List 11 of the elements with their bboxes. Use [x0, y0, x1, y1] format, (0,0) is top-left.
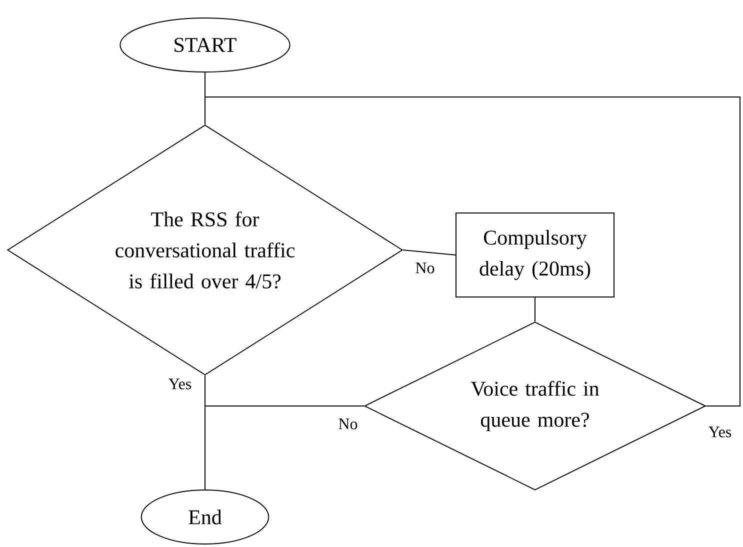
edge-label: Yes [167, 378, 193, 390]
ellipse-node: End [140, 490, 270, 544]
connector-line [204, 96, 740, 406]
connector-line [534, 297, 536, 322]
ellipse-node: START [120, 18, 290, 72]
edge-label: No [337, 418, 359, 430]
connector-line [402, 250, 456, 256]
connector-line [204, 406, 364, 490]
edge-label: Yes [707, 426, 733, 438]
process-box: Compulsory delay (20ms) [456, 212, 614, 298]
edge-label: No [414, 262, 436, 274]
